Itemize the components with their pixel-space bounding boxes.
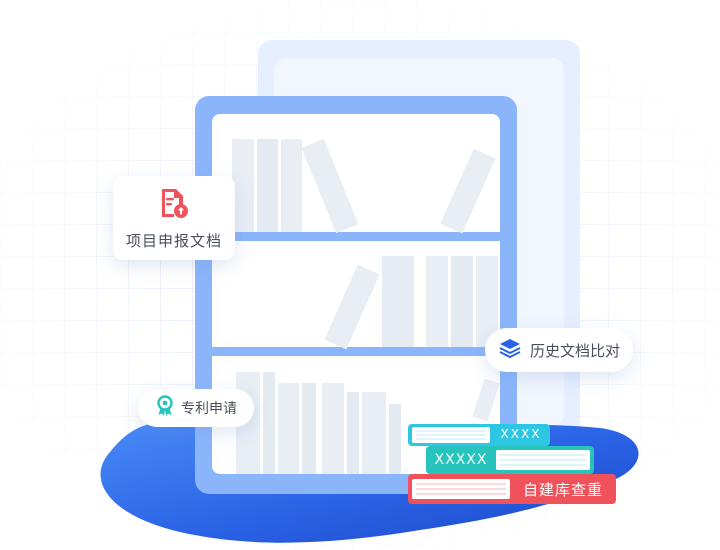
shelf-board-2 [212, 347, 500, 356]
shelf-book [257, 139, 278, 232]
shelf-book [281, 139, 302, 232]
project-document-card[interactable]: 项目申报文档 [113, 176, 235, 260]
shelf-book [232, 139, 254, 232]
shelf-board-1 [212, 232, 500, 241]
shelf-book [324, 264, 380, 350]
shelf-book [476, 256, 498, 347]
patent-application-card[interactable]: 专利申请 [138, 389, 254, 427]
layers-icon [498, 337, 522, 363]
shelf-book [426, 256, 448, 347]
shelf-book [301, 138, 359, 234]
stack-book-bottom-label: 自建库查重 [522, 480, 603, 499]
award-icon [155, 395, 175, 421]
history-compare-label: 历史文档比对 [529, 341, 620, 360]
shelf-book [347, 392, 359, 474]
history-compare-card[interactable]: 历史文档比对 [485, 328, 633, 372]
shelf-book [322, 383, 344, 474]
stack-book-top-label: XXXX [500, 427, 542, 441]
stack-book-middle-label: XXXXX [434, 452, 488, 468]
shelf-book [451, 256, 473, 347]
shelf-book [362, 392, 386, 474]
shelf-book [389, 404, 401, 474]
shelf-book [440, 148, 496, 234]
shelf-book [302, 383, 316, 474]
shelf-book [472, 378, 500, 422]
shelf-book [382, 256, 414, 347]
project-document-label: 项目申报文档 [125, 231, 222, 250]
shelf-book [263, 372, 275, 474]
patent-application-label: 专利申请 [181, 401, 237, 417]
document-upload-icon [157, 186, 191, 224]
shelf-book [278, 383, 299, 474]
